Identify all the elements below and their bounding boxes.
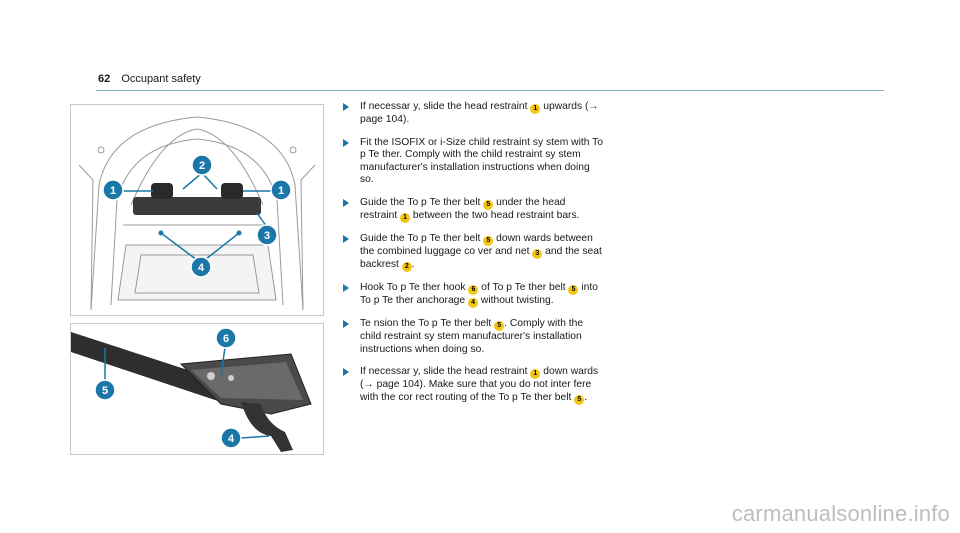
instruction-step: If necessar y, slide the head restraint … bbox=[335, 101, 605, 127]
step-text: If necessar y, slide the head restraint bbox=[360, 366, 531, 378]
page-header: 62 Occupant safety bbox=[98, 73, 201, 85]
instruction-step: Guide the To p Te ther belt 5 under the … bbox=[335, 197, 605, 223]
page-reference-arrow-icon: → bbox=[588, 101, 599, 112]
step-text: Guide the To p Te ther belt bbox=[360, 232, 484, 244]
svg-text:1: 1 bbox=[110, 185, 116, 197]
svg-text:4: 4 bbox=[198, 262, 205, 274]
callout-4-detail: 4 bbox=[220, 427, 242, 449]
step-arrow-icon bbox=[343, 368, 349, 377]
step-text: . bbox=[584, 391, 588, 403]
svg-text:1: 1 bbox=[278, 185, 284, 197]
step-text: and the seat backrest bbox=[360, 245, 602, 270]
callout-badge: 6 bbox=[468, 284, 479, 295]
step-text: If necessar y, slide the head restraint bbox=[360, 101, 531, 112]
step-text: Guide the To p Te ther belt bbox=[360, 196, 484, 208]
step-text: . Comply with the child restraint sy ste… bbox=[360, 317, 584, 355]
trunk-drawing: 1 2 1 3 4 bbox=[78, 116, 316, 311]
step-text: into To p Te ther anchorage bbox=[360, 281, 598, 306]
page-number: 62 bbox=[98, 73, 111, 85]
head-restraint-right bbox=[221, 183, 243, 199]
callout-badge: 1 bbox=[530, 104, 541, 114]
step-text: upwards ( bbox=[540, 101, 589, 112]
callout-4: 4 bbox=[190, 256, 212, 278]
step-text: down wards between the combined luggage … bbox=[360, 232, 593, 257]
rear-window-frame bbox=[130, 128, 264, 206]
callout-badge: 5 bbox=[568, 284, 579, 295]
svg-text:2: 2 bbox=[199, 160, 205, 172]
svg-text:5: 5 bbox=[102, 385, 108, 397]
header-rule bbox=[96, 90, 884, 91]
step-arrow-icon bbox=[343, 234, 349, 243]
step-text: between the two head restraint bars. bbox=[410, 209, 580, 221]
callout-badge: 5 bbox=[483, 199, 494, 210]
svg-text:6: 6 bbox=[223, 333, 229, 345]
callout-badge: 3 bbox=[532, 248, 543, 259]
step-text: down wards ( bbox=[360, 366, 599, 391]
step-text: under the head restraint bbox=[360, 196, 566, 221]
callout-badge: 5 bbox=[494, 320, 505, 331]
instruction-list: If necessar y, slide the head restraint … bbox=[335, 101, 605, 415]
svg-text:4: 4 bbox=[228, 433, 235, 445]
step-arrow-icon bbox=[343, 198, 349, 207]
trunk-opening bbox=[110, 138, 284, 306]
callout-badge: 5 bbox=[483, 235, 494, 246]
step-arrow-icon bbox=[343, 103, 349, 111]
instruction-step: Hook To p Te ther hook 6 of To p Te ther… bbox=[335, 282, 605, 308]
page-reference-arrow-icon: → bbox=[363, 379, 374, 391]
step-text: . bbox=[411, 258, 415, 270]
callout-5: 5 bbox=[94, 379, 116, 401]
step-arrow-icon bbox=[343, 283, 349, 292]
step-text: Te nsion the To p Te ther belt bbox=[360, 317, 495, 329]
head-restraint-left bbox=[151, 183, 173, 199]
svg-text:3: 3 bbox=[264, 230, 270, 242]
step-arrow-icon bbox=[343, 319, 349, 328]
tether-hook-illustration: 6 5 4 bbox=[70, 323, 324, 455]
instruction-step: Guide the To p Te ther belt 5 down wards… bbox=[335, 233, 605, 272]
step-text: page 104). bbox=[360, 114, 410, 125]
callout-badge: 1 bbox=[400, 212, 411, 223]
instruction-step: Fit the ISOFIX or i-Size child restraint… bbox=[335, 137, 605, 187]
step-text: of To p Te ther belt bbox=[478, 281, 569, 293]
luggage-cover bbox=[133, 197, 261, 215]
section-title: Occupant safety bbox=[121, 73, 201, 85]
tether-anchorage bbox=[241, 402, 293, 452]
instruction-step: If necessar y, slide the head restraint … bbox=[335, 366, 605, 405]
tether-belt bbox=[71, 332, 231, 402]
step-arrow-icon bbox=[343, 138, 349, 147]
callout-badge: 4 bbox=[468, 297, 479, 308]
trunk-illustration: 1 2 1 3 4 bbox=[70, 104, 324, 316]
hook-drawing: 6 5 4 bbox=[71, 327, 312, 452]
watermark: carmanualsonline.info bbox=[731, 501, 950, 526]
step-text: without twisting. bbox=[478, 294, 554, 306]
car-body-outline bbox=[90, 116, 304, 311]
callout-3: 3 bbox=[256, 224, 278, 246]
callout-2: 2 bbox=[191, 154, 213, 176]
callout-badge: 1 bbox=[530, 369, 541, 380]
step-text: Hook To p Te ther hook bbox=[360, 281, 469, 293]
callout-badge: 2 bbox=[401, 261, 412, 272]
instruction-step: Te nsion the To p Te ther belt 5. Comply… bbox=[335, 318, 605, 356]
callout-badge: 5 bbox=[574, 394, 585, 405]
callout-6: 6 bbox=[215, 327, 237, 349]
callout-1-right: 1 bbox=[270, 179, 292, 201]
step-text: Fit the ISOFIX or i-Size child restraint… bbox=[360, 136, 604, 186]
callout-1-left: 1 bbox=[102, 179, 124, 201]
step-text: page 104). Make sure that you do not int… bbox=[360, 379, 592, 403]
